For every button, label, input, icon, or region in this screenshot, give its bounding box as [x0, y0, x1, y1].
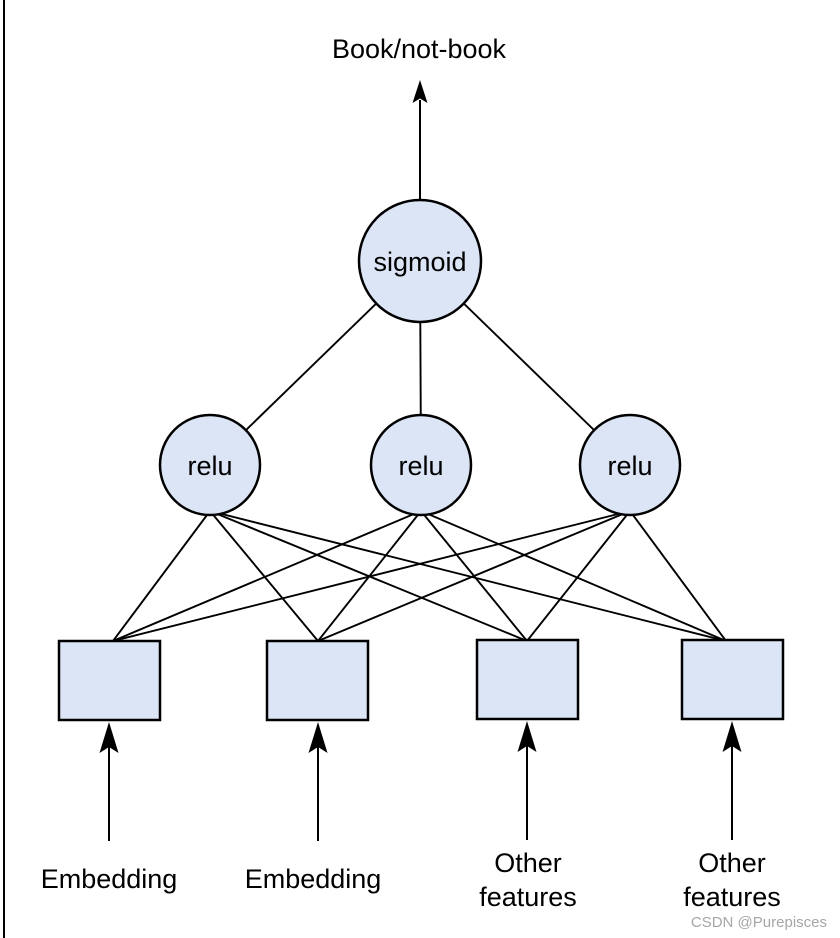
input-label-other-features-2-line2: features: [683, 882, 781, 912]
relu-node-3: [578, 413, 682, 517]
relu-node-1: [158, 413, 262, 517]
input-box-1: [57, 639, 162, 722]
input-box-3: [475, 638, 580, 721]
input-box-2: [265, 639, 370, 722]
sigmoid-node: [357, 198, 483, 324]
edge-relu1-input2: [209, 510, 319, 642]
edge-relu1-input4: [209, 510, 727, 642]
relu-node-2: [369, 413, 473, 517]
edge-relu1-input1: [112, 510, 211, 642]
sigmoid-node-label: sigmoid: [373, 247, 466, 277]
edge-relu2-input1: [112, 510, 422, 642]
edge-relu3-input3: [526, 510, 631, 642]
edge-relu3-input1: [112, 510, 631, 642]
relu-node-1-label: relu: [187, 451, 232, 481]
edge-relu3-input4: [629, 510, 727, 642]
relu-node-3-label: relu: [607, 451, 652, 481]
input-arrow-3-head-icon: [517, 721, 537, 752]
watermark-text: CSDN @Purepisces: [691, 914, 827, 931]
input-arrow-1-head-icon: [99, 722, 119, 753]
input-label-other-features-1-line2: features: [479, 882, 577, 912]
output-arrowhead-icon: [412, 80, 428, 103]
input-label-embedding-2: Embedding: [245, 864, 382, 894]
input-label-other-features-2-line1: Other: [698, 848, 766, 878]
input-arrows: [99, 721, 742, 841]
input-arrow-4-head-icon: [722, 721, 742, 752]
input-arrow-2-head-icon: [308, 722, 328, 753]
relu-node-2-label: relu: [398, 451, 443, 481]
edge-relu3-input2: [317, 510, 631, 642]
input-label-embedding-1: Embedding: [41, 864, 178, 894]
input-label-other-features-1-line1: Other: [494, 848, 562, 878]
hidden-input-edges: [112, 510, 727, 642]
input-box-4: [680, 638, 785, 721]
output-class-label: Book/not-book: [332, 34, 507, 64]
edge-relu2-input4: [420, 510, 727, 642]
